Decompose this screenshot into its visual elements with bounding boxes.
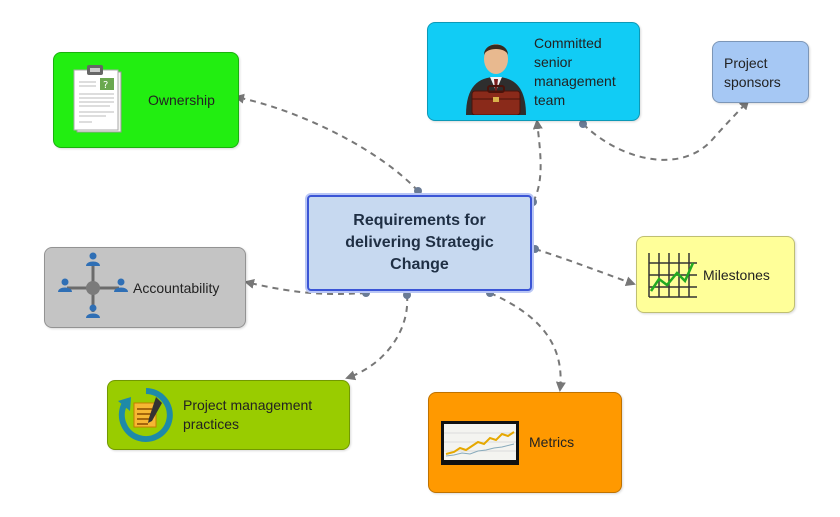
node-accountability-label: Accountability xyxy=(133,280,220,296)
svg-text:?: ? xyxy=(103,80,108,91)
businessman-icon xyxy=(466,44,526,115)
link-ownership xyxy=(234,93,419,192)
node-metrics[interactable]: Metrics xyxy=(428,392,622,493)
connector-dot xyxy=(362,289,370,297)
node-sponsors[interactable]: Project sponsors xyxy=(712,41,809,103)
node-senior-team-label: Committed senior management team xyxy=(534,35,616,108)
node-pm-practices-label: Project management practices xyxy=(183,397,313,432)
central-topic[interactable]: Requirements for delivering Strategic Ch… xyxy=(307,195,532,291)
connector-dot xyxy=(579,120,587,128)
connector-dot xyxy=(414,187,422,195)
central-topic-label: Requirements for delivering Strategic Ch… xyxy=(345,212,494,273)
node-ownership-label: Ownership xyxy=(148,92,215,108)
link-milestones xyxy=(534,248,636,287)
link-pm-practices xyxy=(345,294,409,381)
link-sponsors xyxy=(582,99,750,161)
node-milestones[interactable]: Milestones xyxy=(636,236,795,313)
node-pm-practices[interactable]: Project management practices xyxy=(107,380,350,450)
link-accountability xyxy=(244,279,367,295)
connector-dot xyxy=(531,245,539,253)
node-sponsors-label: Project sponsors xyxy=(724,55,781,90)
node-metrics-label: Metrics xyxy=(529,434,575,450)
connector-dot xyxy=(486,289,494,297)
node-ownership[interactable]: ? Ownership xyxy=(53,52,239,148)
node-senior-team[interactable]: Committed senior management team xyxy=(427,22,640,121)
link-senior-team xyxy=(532,119,543,203)
connector-dot xyxy=(403,291,411,299)
line-chart-icon xyxy=(648,253,697,298)
people-network-icon xyxy=(58,252,128,318)
node-accountability[interactable]: Accountability xyxy=(44,247,246,328)
node-milestones-label: Milestones xyxy=(703,267,770,283)
cycle-checklist-icon xyxy=(118,388,173,442)
link-metrics xyxy=(489,292,566,392)
stock-chart-icon xyxy=(441,421,519,465)
document-icon: ? xyxy=(73,65,122,133)
